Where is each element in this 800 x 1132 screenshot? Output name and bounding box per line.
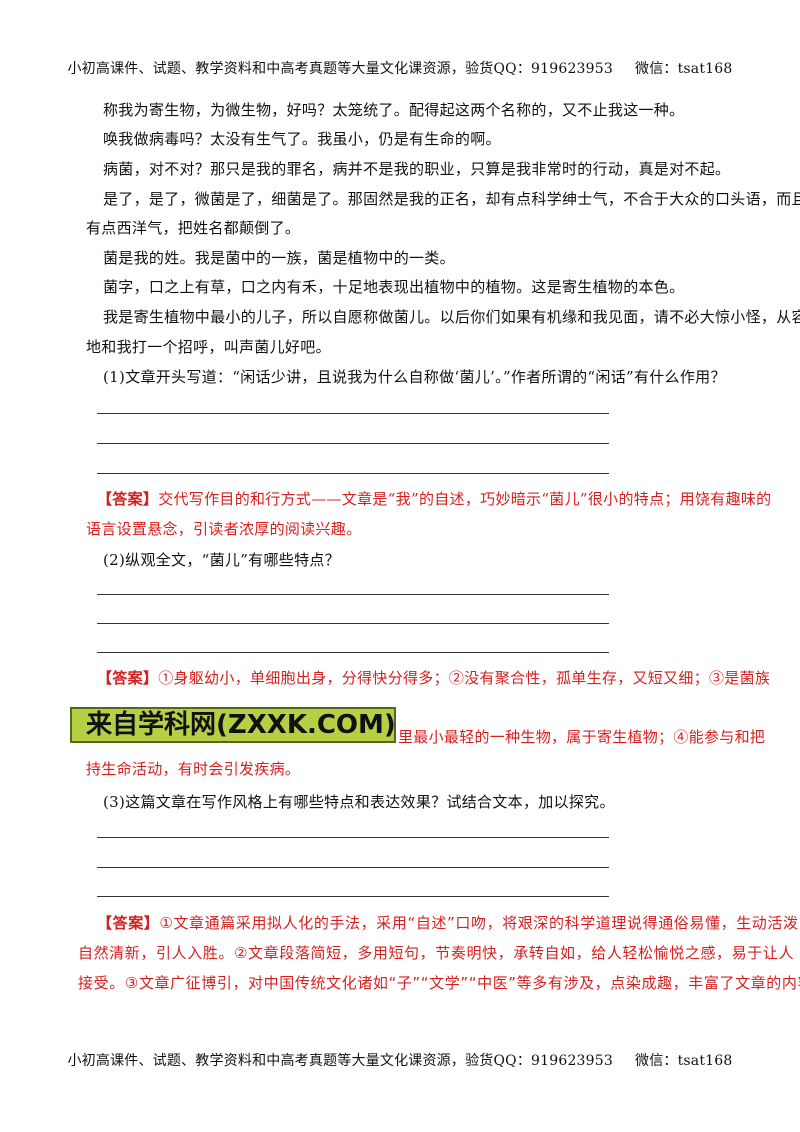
question-3: (3)这篇文章在写作风格上有哪些特点和表达效果？试结合文本，加以探究。	[103, 793, 615, 811]
answer-3-line-1: 【答案】①文章通篇采用拟人化的手法，采用“自述”口吻，将艰深的科学道理说得通俗易…	[97, 912, 800, 933]
answer-2-line-1: 【答案】①身躯幼小，单细胞出身，分得快分得多；②没有聚合性，孤单生存，又短又细；…	[97, 667, 770, 688]
passage-line: 有点西洋气，把姓名都颠倒了。	[86, 219, 301, 237]
answer-3-line-2: 自然清新，引人入胜。②文章段落简短，多用短句，节奏明快，承转自如，给人轻松愉悦之…	[78, 944, 795, 962]
header-text: 小初高课件、试题、教学资料和中高考真题等大量文化课资源，验货QQ：9196239…	[67, 61, 613, 77]
footer-text: 小初高课件、试题、教学资料和中高考真题等大量文化课资源，验货QQ：9196239…	[67, 1053, 613, 1069]
answer-text: ①文章通篇采用拟人化的手法，采用“自述”口吻，将艰深的科学道理说得通俗易懂，生动…	[159, 914, 800, 932]
answer-line	[97, 652, 609, 653]
passage-line: 病菌，对不对？那只是我的罪名，病并不是我的职业，只算是我非常时的行动，真是对不起…	[103, 160, 731, 178]
header-wechat: 微信：tsat168	[635, 61, 733, 77]
answer-3-line-3: 接受。③文章广征博引，对中国传统文化诸如“子”“文学”“中医”等多有涉及，点染成…	[78, 974, 800, 992]
answer-text: ①身躯幼小，单细胞出身，分得快分得多；②没有聚合性，孤单生存，又短又细；③是菌族	[158, 669, 771, 687]
question-2: (2)纵观全文，“菌儿”有哪些特点？	[103, 551, 340, 569]
answer-tag: 【答案】	[97, 914, 160, 932]
answer-tag: 【答案】	[97, 490, 159, 508]
passage-line: 地和我打一个招呼，叫声菌儿好吧。	[86, 338, 331, 356]
answer-1-line-1: 【答案】交代写作目的和行方式——文章是“我”的自述，巧妙暗示“菌儿”很小的特点；…	[97, 488, 771, 509]
answer-2-line-3: 持生命活动，有时会引发疾病。	[86, 760, 301, 778]
page-header: 小初高课件、试题、教学资料和中高考真题等大量文化课资源，验货QQ：9196239…	[0, 58, 800, 78]
passage-line: 菌字，口之上有草，口之内有禾，十足地表现出植物中的植物。这是寄生植物的本色。	[103, 278, 685, 296]
question-1: (1)文章开头写道：“闲话少讲，且说我为什么自称做‘菌儿’。”作者所谓的“闲话”…	[103, 368, 726, 386]
answer-2-line-2: 里最小最轻的一种生物，属于寄生植物；④能参与和把	[398, 728, 766, 746]
passage-line: 我是寄生植物中最小的儿子，所以自愿称做菌儿。以后你们如果有机缘和我见面，请不必大…	[103, 308, 800, 326]
answer-line	[97, 473, 609, 474]
zxxk-watermark-logo: 来自学科网(ZXXK.COM)	[70, 707, 396, 743]
answer-line	[97, 443, 609, 444]
passage-line: 是了，是了，微菌是了，细菌是了。那固然是我的正名，却有点科学绅士气，不合于大众的…	[103, 190, 800, 208]
page-footer: 小初高课件、试题、教学资料和中高考真题等大量文化课资源，验货QQ：9196239…	[0, 1050, 800, 1070]
answer-text: 交代写作目的和行方式——文章是“我”的自述，巧妙暗示“菌儿”很小的特点；用饶有趣…	[158, 490, 772, 508]
answer-line	[97, 867, 609, 868]
passage-line: 唤我做病毒吗？太没有生气了。我虽小，仍是有生命的啊。	[103, 130, 501, 148]
passage-line: 菌是我的姓。我是菌中的一族，菌是植物中的一类。	[103, 249, 455, 267]
answer-line	[97, 837, 609, 838]
passage-line: 称我为寄生物，为微生物，好吗？太笼统了。配得起这两个名称的，又不止我这一种。	[103, 101, 685, 119]
answer-line	[97, 623, 609, 624]
footer-wechat: 微信：tsat168	[635, 1053, 733, 1069]
answer-1-line-2: 语言设置悬念，引读者浓厚的阅读兴趣。	[86, 520, 362, 538]
answer-tag: 【答案】	[97, 669, 159, 687]
answer-line	[97, 594, 609, 595]
answer-line	[97, 896, 609, 897]
answer-line	[97, 413, 609, 414]
